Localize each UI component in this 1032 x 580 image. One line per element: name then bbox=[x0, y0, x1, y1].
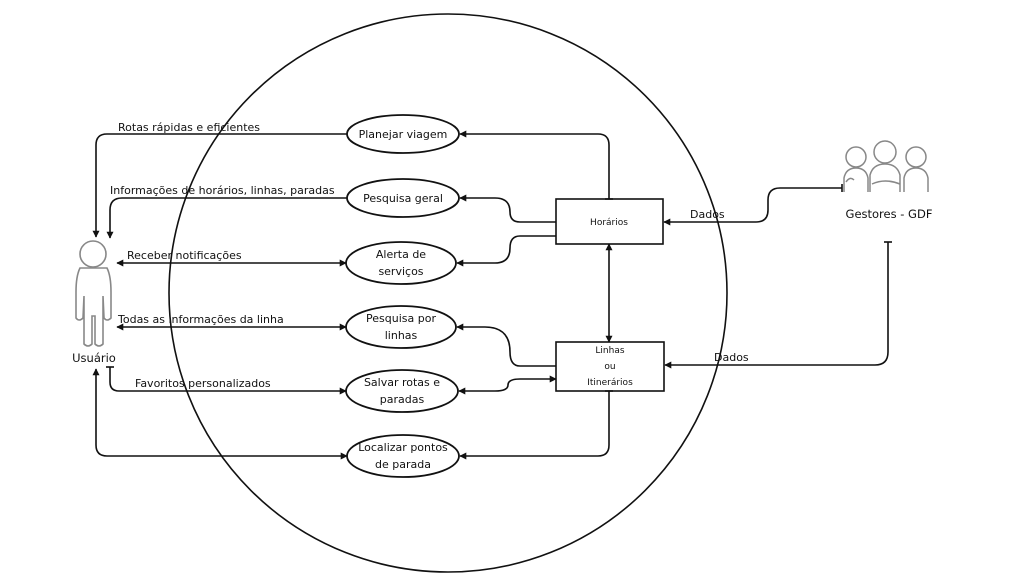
flow-label-favoritos: Favoritos personalizados bbox=[135, 377, 271, 390]
flow-linhas-localizar bbox=[459, 390, 613, 460]
flow-label-notificacoes: Receber notificações bbox=[127, 249, 242, 262]
person-outline-icon bbox=[75, 240, 112, 347]
flow-label-dados-linhas: Dados bbox=[714, 351, 749, 364]
flow-rotas bbox=[92, 133, 347, 238]
flow-label-informacoes: Informações de horários, linhas, paradas bbox=[110, 184, 335, 197]
group-of-people-icon bbox=[843, 140, 929, 192]
store-horarios: Horários bbox=[555, 198, 664, 245]
flow-label-todas: Todas as informações da linha bbox=[117, 313, 284, 326]
process-planejar-viagem: Planejar viagem bbox=[346, 114, 460, 154]
flow-localizar bbox=[92, 368, 348, 460]
flow-dados-linhas bbox=[664, 241, 892, 369]
flow-horarios-alerta bbox=[456, 235, 556, 267]
user-actor-label: Usuário bbox=[72, 351, 116, 365]
flow-label-rotas: Rotas rápidas e eficientes bbox=[118, 121, 260, 134]
system-boundary bbox=[168, 13, 728, 573]
svg-text:Planejar viagem: Planejar viagem bbox=[359, 128, 448, 141]
flow-informacoes bbox=[106, 197, 347, 239]
flow-horarios-pesquisa bbox=[459, 194, 556, 223]
svg-text:Pesquisa geral: Pesquisa geral bbox=[363, 192, 443, 205]
flow-label-dados-horarios: Dados bbox=[690, 208, 725, 221]
process-pesquisa-geral: Pesquisa geral bbox=[346, 178, 460, 218]
flow-horarios-planejar bbox=[459, 130, 613, 200]
flow-dados-horarios bbox=[663, 184, 843, 226]
svg-text:Horários: Horários bbox=[590, 218, 628, 228]
flow-linhas-pesquisa bbox=[456, 323, 556, 367]
flow-linhas-salvar bbox=[458, 375, 557, 395]
managers-actor-label: Gestores - GDF bbox=[846, 207, 933, 221]
